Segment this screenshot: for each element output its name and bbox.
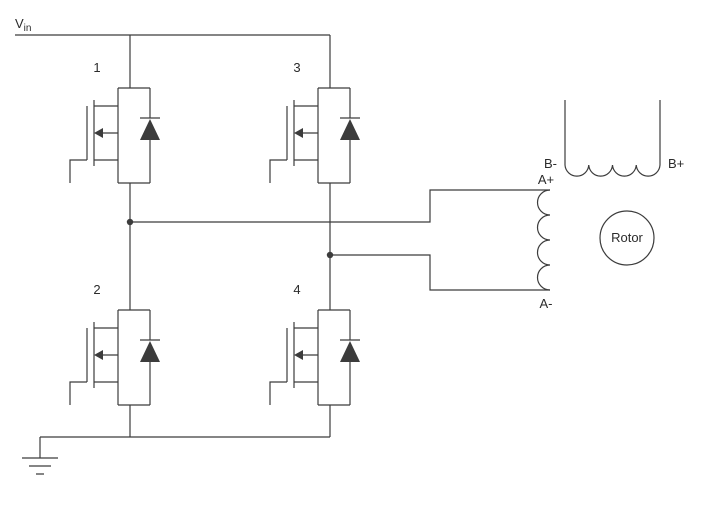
mosfet-2-label: 2 <box>93 282 100 297</box>
mosfet-3 <box>269 87 361 184</box>
mosfet-2 <box>69 309 161 406</box>
output-wire-upper <box>130 189 550 223</box>
winding-b-plus-label: B+ <box>668 156 684 171</box>
ground-icon <box>22 437 58 475</box>
rotor-circle <box>599 210 655 266</box>
junction-dot-right <box>326 251 334 259</box>
junction-dot-left <box>126 218 134 226</box>
mosfet-1-label: 1 <box>93 60 100 75</box>
output-wire-lower <box>330 254 550 291</box>
rotor-label: Rotor <box>611 230 643 245</box>
winding-a-plus-label: A+ <box>538 172 554 187</box>
winding-b-leads <box>564 100 661 165</box>
winding-b-coil <box>564 164 661 177</box>
winding-b-minus-label: B- <box>544 156 557 171</box>
mosfet-1 <box>69 87 161 184</box>
winding-a-coil <box>536 189 551 291</box>
mosfet-4 <box>269 309 361 406</box>
vin-label: Vin <box>15 16 31 34</box>
mosfet-3-label: 3 <box>293 60 300 75</box>
winding-a-minus-label: A- <box>540 296 553 311</box>
mosfet-4-label: 4 <box>293 282 300 297</box>
